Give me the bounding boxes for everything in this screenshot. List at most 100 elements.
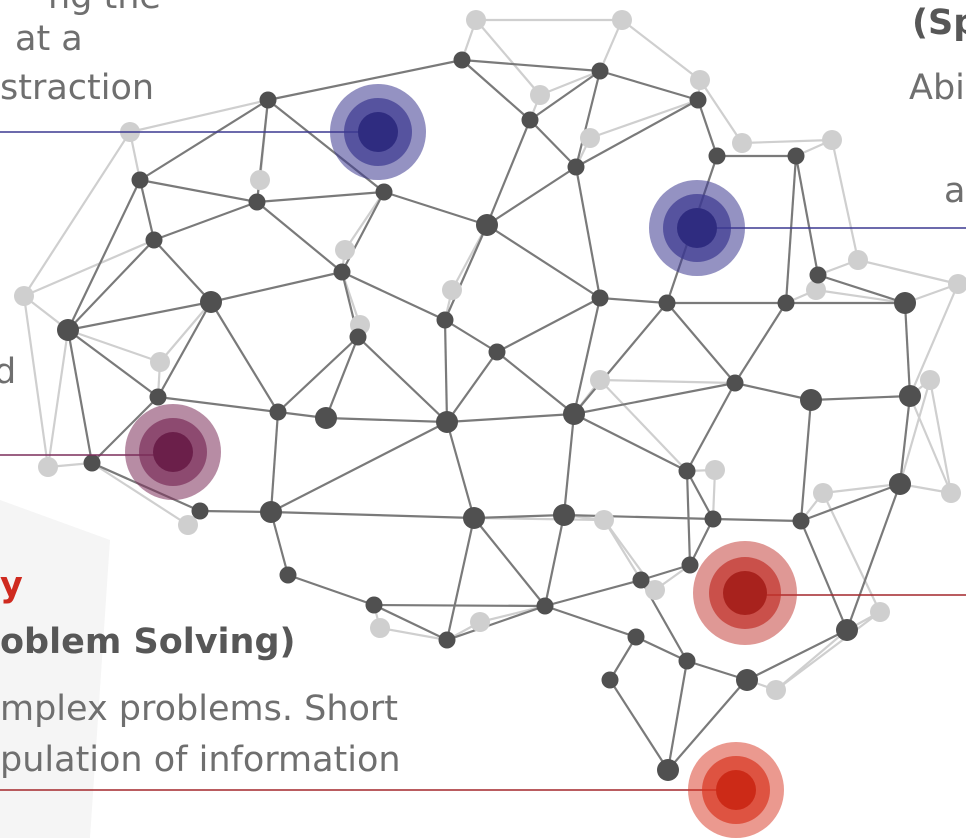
mesh-node bbox=[689, 91, 707, 109]
mesh-edge bbox=[573, 302, 668, 415]
mesh-edge bbox=[139, 178, 258, 204]
mesh-edge bbox=[810, 394, 911, 402]
mesh-edge bbox=[46, 329, 70, 468]
mesh-node bbox=[250, 170, 270, 190]
description-line1: mplex problems. Short bbox=[0, 689, 399, 729]
label-left-middle: d bbox=[0, 352, 17, 392]
label-top-left-line1: ng the bbox=[48, 0, 161, 15]
mesh-node bbox=[941, 483, 961, 503]
mesh-node bbox=[567, 158, 585, 176]
mesh-edge bbox=[712, 517, 802, 523]
mesh-node bbox=[375, 183, 393, 201]
mesh-node bbox=[260, 501, 282, 523]
mesh-edge bbox=[699, 79, 743, 144]
mesh-node bbox=[438, 631, 456, 649]
highlight-node-top-left bbox=[330, 84, 426, 180]
mesh-edge bbox=[529, 119, 577, 168]
mesh-node bbox=[822, 130, 842, 150]
mesh-edge bbox=[799, 520, 849, 631]
mesh-node bbox=[463, 507, 485, 529]
mesh-node bbox=[553, 504, 575, 526]
mesh-node bbox=[813, 483, 833, 503]
mesh-edge bbox=[373, 603, 546, 608]
mesh-node bbox=[436, 411, 458, 433]
mesh-edge bbox=[22, 295, 50, 468]
mesh-node bbox=[349, 328, 367, 346]
mesh-node bbox=[269, 403, 287, 421]
mesh-edge bbox=[640, 563, 691, 582]
mesh-edge bbox=[575, 99, 699, 168]
mesh-node bbox=[365, 596, 383, 614]
mesh-node bbox=[279, 566, 297, 584]
mesh-edge bbox=[746, 629, 848, 681]
mesh-edge bbox=[784, 155, 798, 304]
mesh-node bbox=[627, 628, 645, 646]
mesh-edge bbox=[473, 517, 546, 607]
mesh-edge bbox=[461, 58, 601, 73]
mesh-node bbox=[658, 294, 676, 312]
mesh-node bbox=[370, 618, 390, 638]
label-top-right-line3: a bbox=[944, 171, 966, 211]
mesh-edge bbox=[544, 604, 637, 639]
mesh-node bbox=[563, 403, 585, 425]
mesh-node bbox=[678, 462, 696, 480]
mesh-node bbox=[894, 292, 916, 314]
mesh-edge bbox=[574, 70, 602, 168]
mesh-edge bbox=[159, 301, 212, 363]
mesh-edge bbox=[794, 155, 820, 276]
mesh-node bbox=[792, 512, 810, 530]
mesh-node bbox=[766, 680, 786, 700]
mesh-edge bbox=[799, 399, 813, 522]
mesh-node bbox=[899, 385, 921, 407]
mesh-edge bbox=[210, 270, 343, 304]
mesh-edge bbox=[599, 69, 699, 102]
mesh-node bbox=[83, 454, 101, 472]
highlight-node-right-upper bbox=[649, 180, 745, 276]
mesh-edge bbox=[685, 470, 692, 566]
mesh-node bbox=[870, 602, 890, 622]
mesh-node bbox=[657, 759, 679, 781]
mesh-edge bbox=[496, 351, 575, 415]
mesh-node bbox=[836, 619, 858, 641]
mesh-edge bbox=[544, 578, 642, 608]
mesh-edge bbox=[445, 421, 476, 519]
mesh-node bbox=[521, 111, 539, 129]
mesh-node bbox=[315, 407, 337, 429]
mesh-edge bbox=[822, 482, 901, 495]
highlight-node-left-middle bbox=[125, 404, 221, 500]
mesh-edge bbox=[621, 19, 701, 81]
mesh-edge bbox=[667, 679, 747, 771]
mesh-node bbox=[580, 128, 600, 148]
highlight-node-bottom bbox=[688, 742, 784, 838]
mesh-edge bbox=[129, 98, 269, 134]
mesh-edge bbox=[446, 604, 546, 642]
mesh-edge bbox=[379, 626, 448, 642]
mesh-edge bbox=[845, 483, 902, 631]
mesh-edge bbox=[529, 70, 601, 121]
mesh-node bbox=[149, 388, 167, 406]
highlight-node-right-lower bbox=[693, 541, 797, 645]
mesh-node bbox=[809, 266, 827, 284]
mesh-edge bbox=[443, 224, 489, 321]
mesh-edge bbox=[473, 513, 565, 520]
mesh-edge bbox=[270, 421, 448, 513]
mesh-edge bbox=[734, 381, 812, 402]
mesh-edge bbox=[23, 131, 131, 297]
mesh-node bbox=[787, 147, 805, 165]
category-subtitle: oblem Solving) bbox=[0, 622, 296, 662]
mesh-edge bbox=[445, 517, 476, 641]
mesh-node bbox=[333, 263, 351, 281]
mesh-edge bbox=[157, 301, 212, 398]
mesh-edge bbox=[475, 19, 541, 96]
mesh-edge bbox=[800, 482, 901, 523]
mesh-edge bbox=[270, 510, 475, 520]
mesh-edge bbox=[269, 411, 280, 513]
light-mesh-nodes bbox=[14, 10, 966, 700]
mesh-node bbox=[612, 10, 632, 30]
mesh-edge bbox=[908, 395, 953, 494]
dark-mesh-edges bbox=[66, 58, 912, 771]
mesh-edge bbox=[573, 381, 736, 416]
mesh-edge bbox=[572, 297, 602, 415]
mesh-edge bbox=[67, 239, 155, 331]
